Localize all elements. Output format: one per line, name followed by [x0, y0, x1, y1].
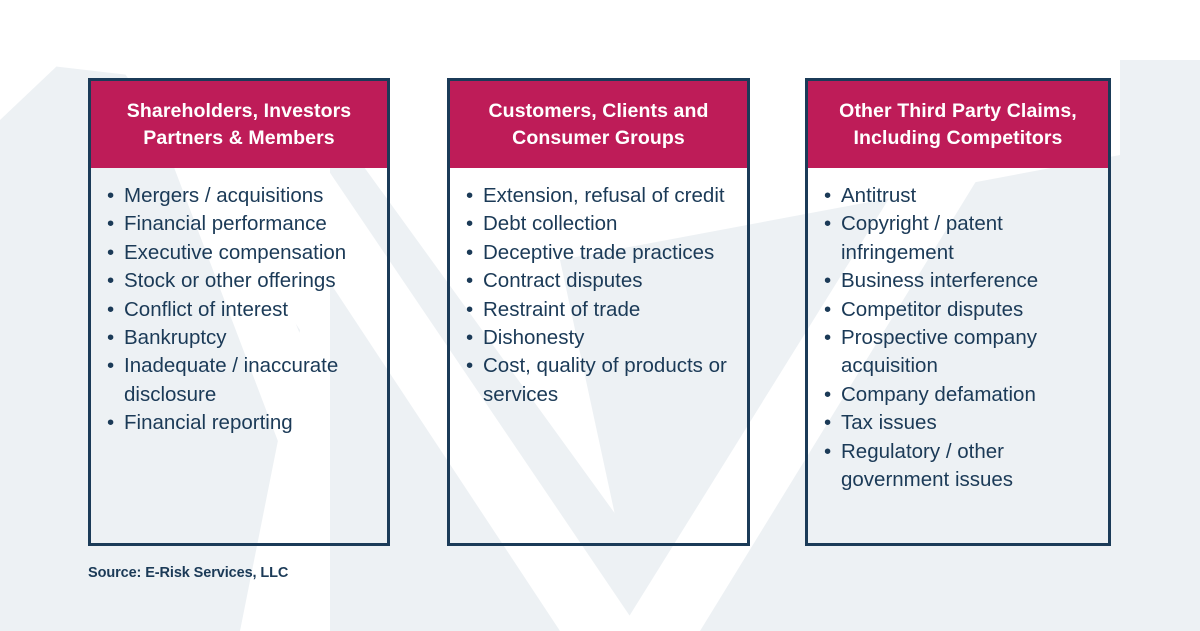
bullet-item-label: Financial reporting	[124, 411, 293, 435]
bullet-list-customers: • Extension, refusal of credit • Debt colle…	[464, 182, 733, 409]
card-header-shareholders: Shareholders, Investors Partners & Membe…	[91, 81, 387, 168]
bullet-dot-icon: •	[107, 325, 115, 349]
card-title-line2: Consumer Groups	[512, 126, 685, 149]
bullet-dot-icon: •	[107, 240, 115, 264]
bullet-dot-icon: •	[466, 325, 474, 349]
bullet-dot-icon: •	[107, 212, 115, 236]
bullet-dot-icon: •	[107, 354, 115, 378]
card-title-line2: Including Competitors	[853, 126, 1063, 149]
bullet-item-label: Regulatory / other government issues	[841, 439, 1014, 491]
bullet-item: • Extension, refusal of credit	[464, 182, 733, 210]
card-title-line2: Partners & Members	[143, 126, 335, 149]
bullet-list-shareholders: • Mergers / acquisitions • Financial perfor…	[105, 182, 373, 438]
bullet-item-label: Bankruptcy	[124, 325, 227, 349]
bullet-item-label: Dishonesty	[483, 325, 585, 349]
claims-card-customers: Customers, Clients and Consumer Groups •…	[447, 78, 750, 546]
bullet-item-label: Mergers / acquisitions	[124, 184, 324, 207]
card-title-third-party: Other Third Party Claims, Including Comp…	[839, 98, 1077, 152]
bullet-item-label: Company defamation	[841, 382, 1036, 406]
bullet-item-label: Executive compensation	[124, 240, 347, 264]
bullet-dot-icon: •	[107, 411, 115, 435]
bullet-dot-icon: •	[466, 297, 474, 321]
card-body-shareholders: • Mergers / acquisitions • Financial perfor…	[91, 168, 387, 543]
bullet-dot-icon: •	[824, 325, 832, 349]
bullet-item: • Dishonesty	[464, 324, 733, 352]
card-body-customers: • Extension, refusal of credit • Debt colle…	[450, 168, 747, 543]
card-title-line1: Shareholders, Investors	[126, 99, 352, 122]
bullet-item: • Prospective company acquisition	[822, 324, 1094, 381]
card-title-shareholders: Shareholders, Investors Partners & Membe…	[127, 98, 351, 152]
bullet-item-label: Contract disputes	[483, 269, 643, 293]
bullet-item-label: Debt collection	[483, 212, 618, 236]
bullet-item: • Antitrust	[822, 182, 1094, 210]
bullet-item: • Deceptive trade practices	[464, 239, 733, 267]
bullet-item-label: Conflict of interest	[124, 297, 289, 321]
bullet-list-third-party: • Antitrust • Copyright / patent infringeme…	[822, 182, 1094, 494]
bullet-item: • Executive compensation	[105, 239, 373, 267]
bullet-item-label: Extension, refusal of credit	[483, 184, 725, 207]
bullet-dot-icon: •	[466, 184, 474, 207]
bullet-dot-icon: •	[107, 269, 115, 293]
bullet-item-label: Copyright / patent infringement	[841, 212, 1003, 264]
bullet-item: • Regulatory / other government issues	[822, 438, 1094, 495]
bullet-item-label: Tax issues	[841, 411, 937, 435]
claims-card-third-party: Other Third Party Claims, Including Comp…	[805, 78, 1111, 546]
bullet-item-label: Prospective company acquisition	[841, 325, 1037, 378]
bullet-item: • Inadequate / inaccurate disclosure	[105, 352, 373, 409]
bullet-dot-icon: •	[107, 297, 115, 321]
claims-card-shareholders: Shareholders, Investors Partners & Membe…	[88, 78, 390, 546]
bullet-item: • Financial reporting	[105, 409, 373, 437]
bullet-dot-icon: •	[824, 411, 832, 435]
bullet-item-label: Deceptive trade practices	[483, 240, 715, 264]
bullet-dot-icon: •	[824, 212, 832, 236]
bullet-item: • Business interference	[822, 267, 1094, 295]
bullet-item-label: Restraint of trade	[483, 297, 641, 321]
bullet-item-label: Stock or other offerings	[124, 269, 336, 293]
bullet-dot-icon: •	[824, 439, 832, 463]
bullet-dot-icon: •	[107, 184, 115, 207]
bullet-dot-icon: •	[466, 212, 474, 236]
bullet-item: • Conflict of interest	[105, 296, 373, 324]
bullet-item: • Tax issues	[822, 409, 1094, 437]
bullet-dot-icon: •	[824, 269, 832, 293]
bullet-item: • Cost, quality of products or services	[464, 352, 733, 409]
bullet-dot-icon: •	[466, 269, 474, 293]
bullet-item-label: Inadequate / inaccurate disclosure	[124, 354, 339, 406]
bullet-dot-icon: •	[824, 382, 832, 406]
bullet-item-label: Business interference	[841, 269, 1039, 293]
bullet-item: • Bankruptcy	[105, 324, 373, 352]
bullet-item: • Financial performance	[105, 210, 373, 238]
bullet-dot-icon: •	[466, 354, 474, 378]
bullet-item: • Restraint of trade	[464, 296, 733, 324]
bullet-item: • Competitor disputes	[822, 296, 1094, 324]
bullet-item-label: Financial performance	[124, 212, 327, 236]
bullet-item: • Debt collection	[464, 210, 733, 238]
bullet-item: • Stock or other offerings	[105, 267, 373, 295]
card-header-third-party: Other Third Party Claims, Including Comp…	[808, 81, 1108, 168]
bullet-item-label: Competitor disputes	[841, 297, 1024, 321]
bullet-item: • Contract disputes	[464, 267, 733, 295]
bullet-dot-icon: •	[824, 297, 832, 321]
card-title-line1: Other Third Party Claims,	[839, 99, 1077, 122]
bullet-item: • Company defamation	[822, 381, 1094, 409]
card-body-third-party: • Antitrust • Copyright / patent infringeme…	[808, 168, 1108, 543]
source-note: Source: E-Risk Services, LLC	[88, 565, 289, 581]
bullet-item: • Copyright / patent infringement	[822, 210, 1094, 267]
card-title-line1: Customers, Clients and	[488, 99, 709, 122]
bullet-item: • Mergers / acquisitions	[105, 182, 373, 210]
card-title-customers: Customers, Clients and Consumer Groups	[489, 98, 709, 152]
bullet-dot-icon: •	[466, 240, 474, 264]
bullet-dot-icon: •	[824, 184, 832, 207]
card-header-customers: Customers, Clients and Consumer Groups	[450, 81, 747, 168]
bullet-item-label: Cost, quality of products or services	[483, 354, 727, 406]
bullet-item-label: Antitrust	[841, 184, 917, 207]
